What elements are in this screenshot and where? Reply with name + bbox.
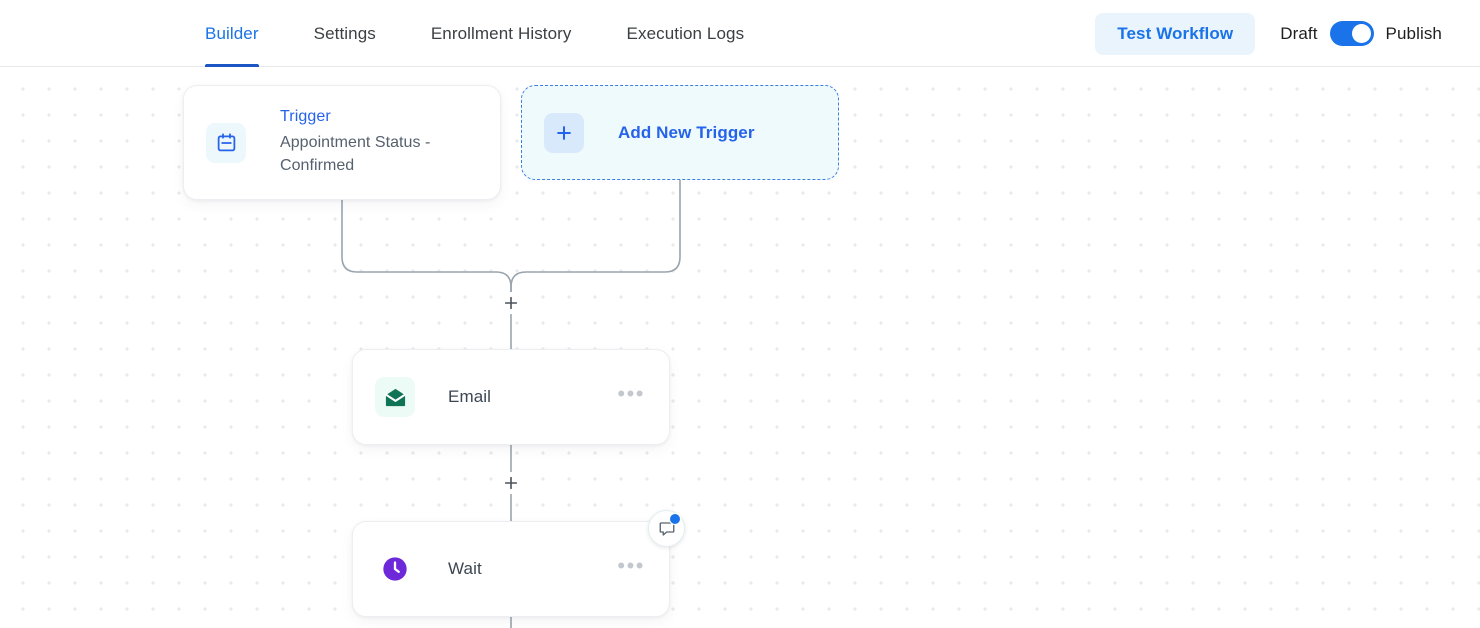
publish-toggle[interactable] [1329, 21, 1374, 46]
trigger-text-block: Trigger Appointment Status - Confirmed [280, 108, 460, 177]
workflow-canvas[interactable]: Trigger Appointment Status - Confirmed A… [0, 67, 1480, 628]
publish-toggle-knob [1351, 24, 1371, 43]
clock-icon [375, 549, 415, 589]
tab-bar: Builder Settings Enrollment History Exec… [205, 0, 744, 67]
wait-node[interactable]: Wait ••• [352, 521, 670, 617]
draft-label: Draft [1280, 23, 1318, 43]
comment-unread-dot [669, 513, 681, 525]
tab-builder[interactable]: Builder [205, 0, 259, 67]
publish-label: Publish [1385, 23, 1442, 43]
trigger-subtitle: Appointment Status - Confirmed [280, 134, 431, 174]
calendar-icon [206, 122, 246, 163]
tab-enrollment-history-label: Enrollment History [430, 23, 572, 43]
app-header: Builder Settings Enrollment History Exec… [0, 0, 1480, 67]
wait-node-label: Wait [448, 559, 482, 578]
tab-settings-label: Settings [313, 23, 376, 43]
email-node-label: Email [448, 387, 492, 406]
envelope-icon [375, 377, 415, 417]
add-step-after-email-button[interactable] [500, 472, 522, 494]
add-step-after-triggers-button[interactable] [500, 292, 522, 314]
tab-enrollment-history[interactable]: Enrollment History [431, 0, 572, 67]
tab-builder-label: Builder [205, 23, 259, 43]
add-new-trigger-label: Add New Trigger [618, 122, 755, 142]
publish-toggle-group: Draft Publish [1280, 21, 1442, 46]
wait-node-menu-button[interactable]: ••• [617, 553, 645, 578]
comment-badge-button[interactable] [648, 510, 685, 547]
tab-execution-logs-label: Execution Logs [626, 23, 745, 43]
add-new-trigger-node[interactable]: Add New Trigger [521, 85, 839, 180]
tab-execution-logs[interactable]: Execution Logs [627, 0, 745, 67]
trigger-title: Trigger [280, 108, 331, 125]
email-node[interactable]: Email ••• [352, 349, 670, 445]
header-actions: Test Workflow Draft Publish [1095, 0, 1442, 67]
trigger-node[interactable]: Trigger Appointment Status - Confirmed [183, 85, 501, 200]
test-workflow-button[interactable]: Test Workflow [1095, 12, 1256, 55]
email-node-menu-button[interactable]: ••• [617, 381, 645, 406]
plus-icon [544, 112, 584, 153]
tab-settings[interactable]: Settings [314, 0, 376, 67]
